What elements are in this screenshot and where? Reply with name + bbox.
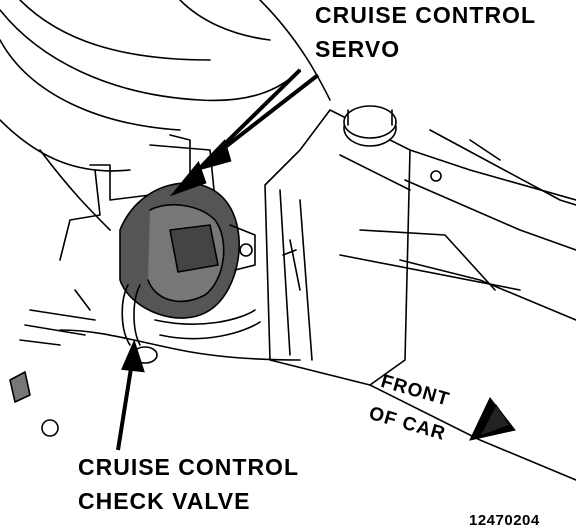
servo-leader-arrows xyxy=(169,68,320,197)
reservoir xyxy=(264,105,411,386)
body-panels xyxy=(339,129,576,481)
front-direction-arrow xyxy=(469,397,516,441)
vacuum-hoses xyxy=(59,284,301,364)
loose-fittings xyxy=(9,289,96,437)
servo-label-line1: CRUISE CONTROL xyxy=(315,2,536,28)
figure-number: 12470204 xyxy=(469,512,540,529)
servo-label-line2: SERVO xyxy=(315,36,401,62)
check-valve-leader-arrow xyxy=(116,339,145,451)
check-valve-label-line1: CRUISE CONTROL xyxy=(78,454,299,480)
servo-body xyxy=(119,182,256,319)
check-valve-label-line2: CHECK VALVE xyxy=(78,488,251,514)
fender-contours xyxy=(0,0,331,231)
